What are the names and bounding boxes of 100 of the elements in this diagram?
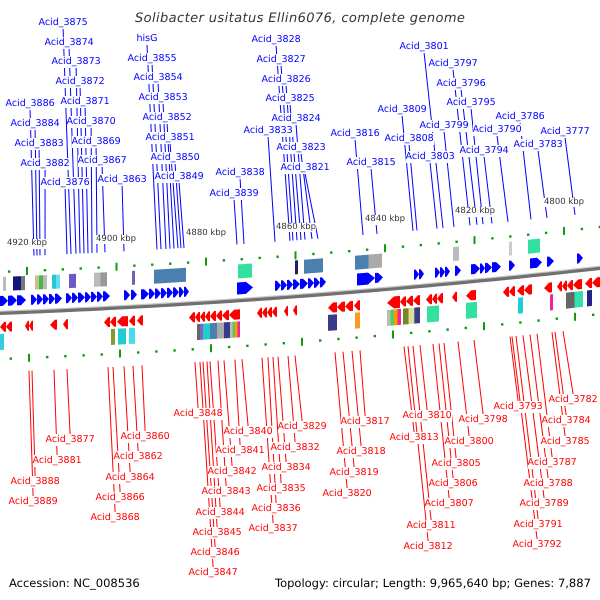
gene-label: Acid_3809 (378, 104, 427, 116)
gene-label: Acid_3785 (540, 436, 590, 448)
gene-label: Acid_3826 (262, 74, 311, 86)
gene-label: Acid_3834 (262, 462, 311, 474)
gene-label: Acid_3864 (106, 472, 155, 484)
leader-line (304, 174, 318, 240)
gene-label: Acid_3795 (446, 97, 496, 109)
gene-label: Acid_3810 (402, 410, 452, 422)
leader-line (444, 342, 457, 458)
gene-label: Acid_3788 (524, 478, 573, 490)
gene-label: Acid_3790 (472, 124, 522, 136)
gene-label: Acid_3801 (400, 41, 449, 53)
gene-label: Acid_3847 (188, 567, 238, 579)
gene-label: Acid_3882 (20, 158, 70, 170)
gene-label: Acid_3805 (432, 458, 481, 470)
gene-label: Acid_3863 (98, 174, 147, 186)
gene-label: Acid_3837 (248, 523, 298, 535)
gene-label: Acid_3877 (46, 434, 95, 446)
gene-label: Acid_3884 (10, 118, 60, 130)
gene-label: Acid_3838 (216, 167, 265, 179)
scale-label: 4820 kbp (455, 206, 496, 217)
leader-line (132, 365, 139, 452)
gene-label: Acid_3812 (404, 541, 453, 553)
gene-label: Acid_3869 (72, 136, 121, 148)
gene-label: Acid_3817 (340, 416, 390, 428)
gene-label: Acid_3806 (428, 478, 478, 490)
gene-label: Acid_3813 (390, 432, 439, 444)
leader-line (288, 355, 296, 442)
gene-label: Acid_3889 (8, 496, 58, 508)
gene-label: Acid_3811 (406, 520, 456, 532)
gene-label: Acid_3832 (270, 442, 320, 454)
gene-label: Acid_3829 (278, 421, 327, 433)
scale-label: 4800 kbp (544, 198, 584, 208)
gene-label: Acid_3816 (330, 128, 380, 140)
gene-label: Acid_3868 (90, 512, 140, 524)
gene-label: Acid_3860 (120, 431, 170, 443)
gene-label: Acid_3807 (424, 498, 474, 510)
gene-label: Acid_3819 (330, 467, 379, 479)
gene-label: Acid_3782 (548, 394, 598, 406)
gene-label: Acid_3823 (276, 142, 326, 154)
gene-label: Acid_3846 (190, 547, 240, 559)
leader-line (354, 140, 364, 236)
gene-label: Acid_3828 (252, 34, 301, 46)
gene-label: Acid_3871 (60, 96, 110, 108)
gene-label: Acid_3844 (196, 507, 245, 519)
leader-line (234, 359, 241, 446)
leader-line (444, 132, 454, 228)
gene-label: Acid_3881 (32, 455, 82, 467)
gene-label: Acid_3835 (256, 483, 306, 495)
leader-line (404, 346, 415, 432)
gene-label: Acid_3853 (138, 92, 188, 104)
gene-label: Acid_3794 (460, 145, 509, 157)
gene-label: Acid_3799 (420, 120, 469, 132)
gene-label: Acid_3866 (96, 492, 145, 504)
leader-line (234, 200, 238, 245)
gene-label: Acid_3798 (458, 414, 508, 426)
gene-label: Acid_3883 (14, 138, 64, 150)
gene-label: Acid_3855 (128, 53, 177, 65)
leader-line (430, 162, 438, 230)
gene-label: Acid_3824 (272, 113, 321, 125)
gene-label: Acid_3815 (346, 157, 396, 169)
leader-line (458, 341, 470, 436)
leader-line (28, 370, 34, 496)
gene-label: Acid_3808 (384, 133, 434, 145)
leader-line (474, 340, 484, 414)
gene-label: Acid_3800 (444, 436, 494, 448)
leader-line (562, 330, 574, 394)
scale-label: 4880 kbp (186, 229, 226, 239)
gene-label: Acid_3872 (56, 76, 105, 88)
gene-label: Acid_3821 (280, 162, 330, 174)
leader-line (564, 138, 576, 216)
leader-line (194, 362, 199, 408)
gene-label: Acid_3850 (150, 152, 200, 164)
leader-line (174, 164, 182, 249)
gene-label: Acid_3851 (146, 132, 195, 144)
leader-line (496, 136, 508, 222)
leader-line (122, 186, 124, 252)
gene-label: Acid_3886 (6, 98, 55, 110)
leader-line (32, 370, 36, 476)
leader-line (420, 344, 428, 410)
gene-label: Acid_3862 (114, 451, 163, 463)
leader-line (352, 350, 362, 446)
leader-line (178, 182, 184, 248)
gene-label: Acid_3888 (10, 476, 60, 488)
gene-label: Acid_3875 (38, 17, 88, 29)
gene-label: Acid_3849 (154, 171, 204, 183)
gene-label: Acid_3845 (192, 527, 242, 539)
scale-label: 4900 kbp (96, 234, 136, 244)
gene-label: Acid_3787 (528, 457, 577, 469)
gene-label: Acid_3820 (322, 488, 372, 500)
gene-label: Acid_3873 (52, 56, 101, 68)
gene-label: Acid_3777 (540, 126, 590, 138)
gene-label: Acid_3818 (336, 446, 386, 458)
gene-label: Acid_3836 (252, 503, 301, 515)
gene-label: Acid_3825 (266, 93, 315, 105)
scale-label: 4920 kbp (7, 238, 48, 249)
leader-line (242, 358, 249, 426)
leader-line (268, 136, 276, 242)
leader-line (66, 368, 71, 434)
gene-label: Acid_3842 (208, 466, 257, 478)
